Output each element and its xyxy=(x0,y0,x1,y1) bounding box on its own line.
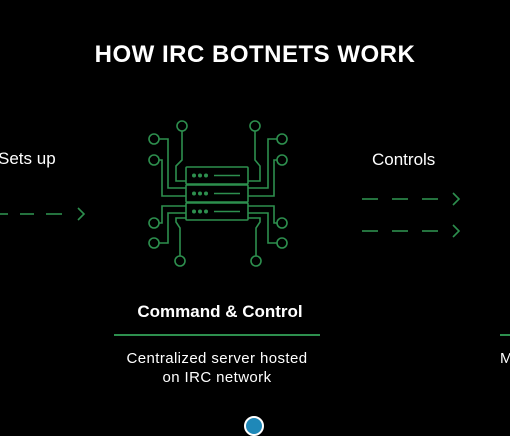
dashed-arrow-icon xyxy=(362,192,461,238)
dashed-arrow-icon xyxy=(0,207,86,221)
divider xyxy=(500,334,510,336)
step-label-sets-up: Sets up xyxy=(0,149,56,168)
divider xyxy=(114,334,320,336)
description-line: Centralized server hosted xyxy=(126,350,308,367)
diagram-graphics xyxy=(0,120,461,267)
carousel-dot-icon[interactable] xyxy=(244,416,264,436)
page-title: HOW IRC BOTNETS WORK xyxy=(94,41,416,68)
description-line: on IRC network xyxy=(162,369,272,386)
step-label-controls: Controls xyxy=(372,150,436,169)
node-description: Centralized server hosted on IRC network xyxy=(100,349,334,387)
server-led-icon xyxy=(192,173,208,214)
offscreen-description-fragment: M xyxy=(500,350,510,367)
server-network-icon xyxy=(148,120,288,267)
node-heading: Command & Control xyxy=(137,302,303,321)
